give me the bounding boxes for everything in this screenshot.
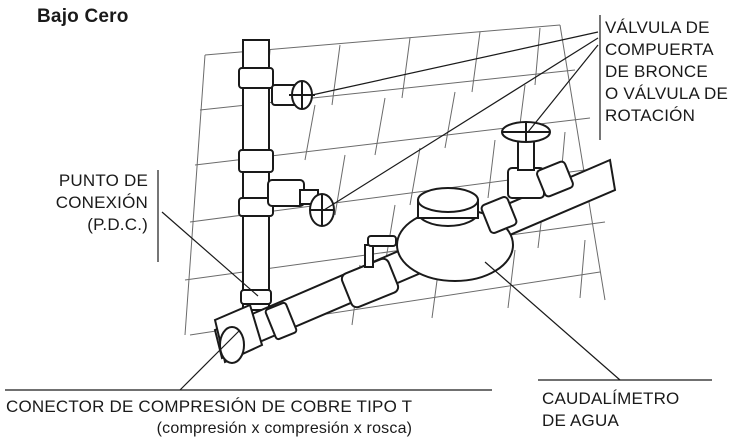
leader-lines (5, 15, 712, 391)
valve-label-line: ROTACIÓN (605, 106, 696, 125)
gate-valve-right (501, 121, 574, 199)
upper-valve (271, 80, 315, 110)
water-meter (396, 187, 518, 282)
connection-point-line: CONEXIÓN (55, 193, 148, 212)
vertical-pipe (238, 39, 274, 311)
middle-valve (267, 179, 335, 227)
ball-valve (340, 235, 400, 309)
connection-point-line: PUNTO DE (58, 171, 148, 190)
meter-label-line: DE AGUA (542, 411, 619, 430)
meter-label-line: CAUDALÍMETRO (542, 389, 680, 408)
page-title: Bajo Cero (37, 6, 129, 27)
connection-point-label: PUNTO DE CONEXIÓN (P.D.C.) (30, 170, 148, 236)
connection-point-line: (P.D.C.) (87, 215, 148, 234)
connector-label-sub: (compresión x compresión x rosca) (156, 420, 413, 437)
valve-label-line: DE BRONCE (605, 62, 708, 81)
valve-label: VÁLVULA DE COMPUERTA DE BRONCE O VÁLVULA… (605, 17, 728, 127)
valve-label-line: VÁLVULA DE (605, 18, 710, 37)
connector-label: CONECTOR DE COMPRESIÓN DE COBRE TIPO T (… (6, 396, 412, 440)
connector-label-main: CONECTOR DE COMPRESIÓN DE COBRE TIPO T (6, 397, 413, 416)
meter-label: CAUDALÍMETRO DE AGUA (542, 388, 679, 432)
valve-label-line: COMPUERTA (605, 40, 714, 59)
valve-label-line: O VÁLVULA DE (605, 84, 729, 103)
